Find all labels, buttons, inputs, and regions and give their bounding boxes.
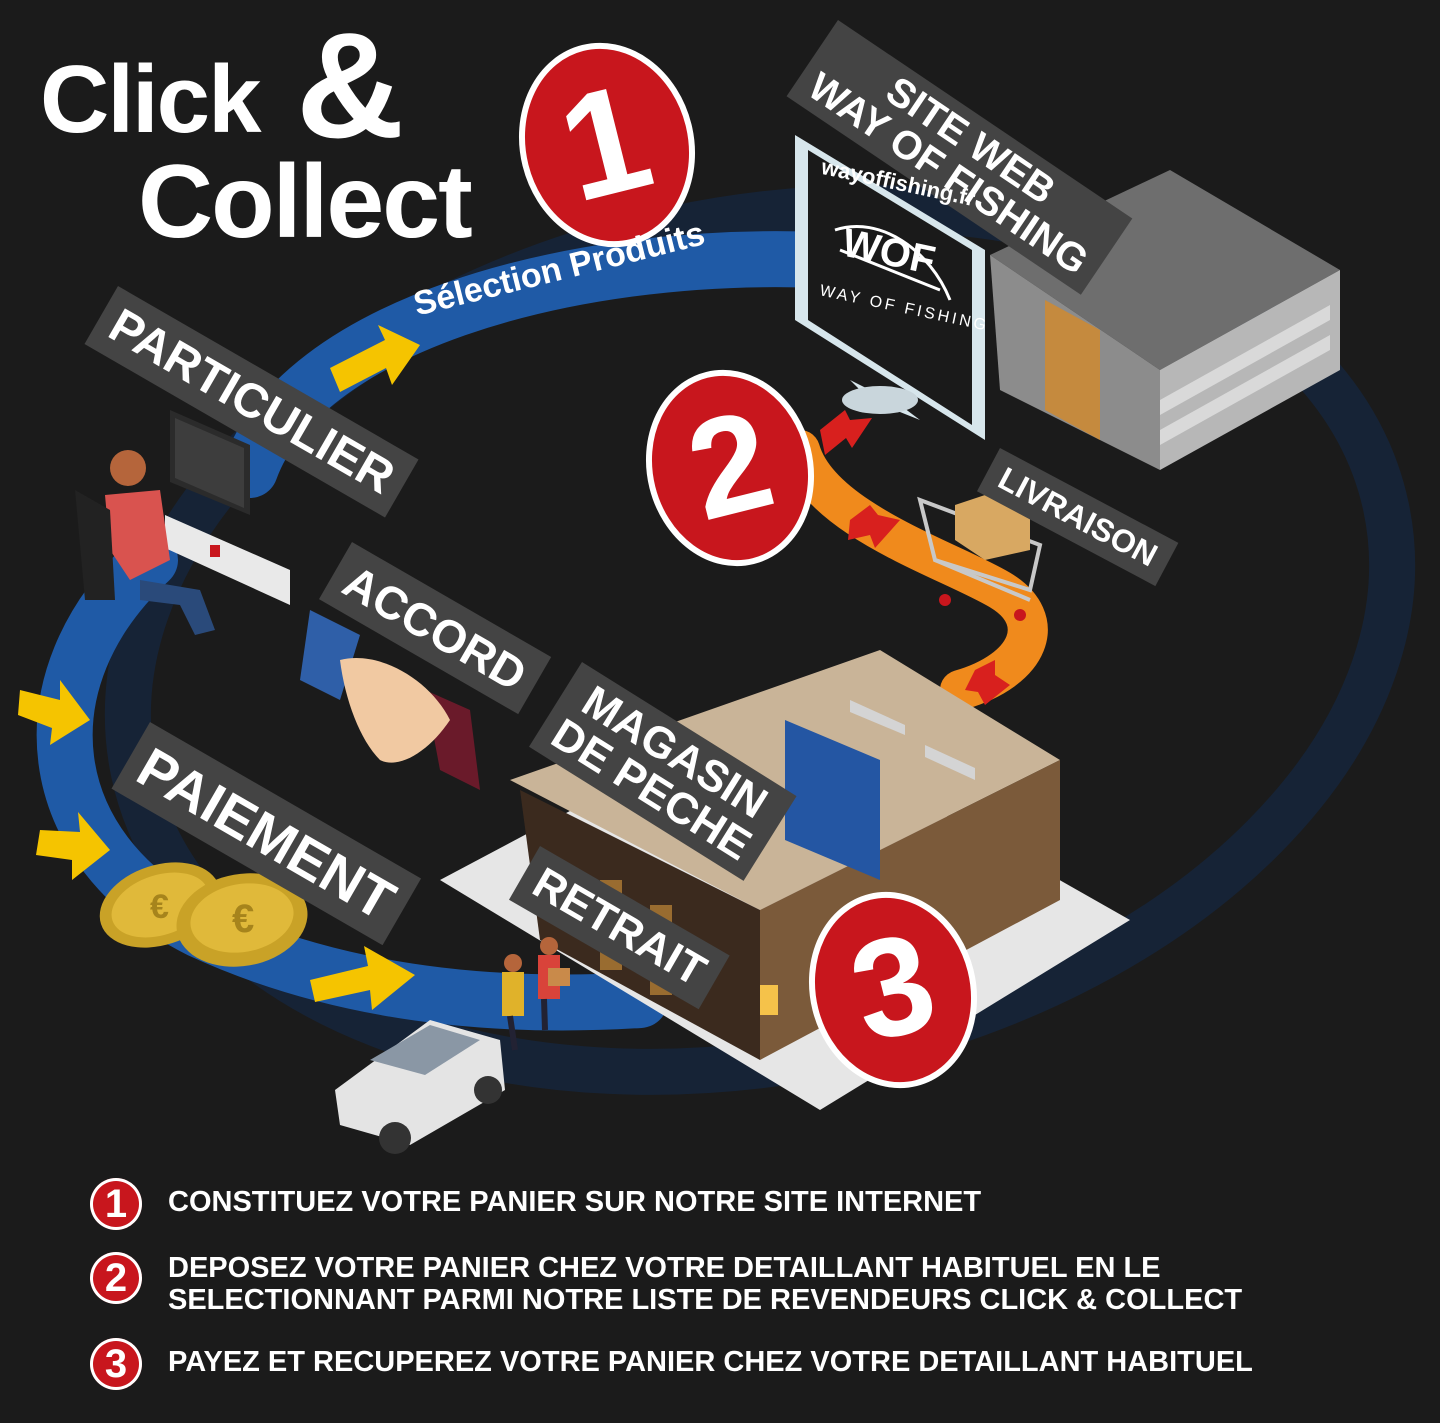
flow-arrows-yellow xyxy=(18,325,420,1010)
handshake-icon xyxy=(300,610,480,790)
svg-text:€: € xyxy=(232,897,254,941)
people-exchange-icon xyxy=(502,937,570,1051)
coins-icon: € € xyxy=(99,862,308,967)
shopping-cart-icon xyxy=(917,495,1043,621)
step-badge-1: 1 xyxy=(90,1178,142,1230)
step-text-3: PAYEZ ET RECUPEREZ VOTRE PANIER CHEZ VOT… xyxy=(168,1346,1253,1378)
big-badge-1 xyxy=(518,42,696,248)
flow-arrows-red xyxy=(820,410,1010,705)
step-badge-3: 3 xyxy=(90,1338,142,1390)
step-text-1: CONSTITUEZ VOTRE PANIER SUR NOTRE SITE I… xyxy=(168,1186,982,1218)
title-ampersand: & xyxy=(296,1,404,169)
big-badge-3 xyxy=(808,891,978,1089)
website-monitor-icon xyxy=(795,135,985,440)
svg-text:€: € xyxy=(150,888,169,926)
car-icon xyxy=(335,1020,505,1154)
person-at-desk-icon xyxy=(75,410,290,635)
big-badge-2 xyxy=(645,369,815,567)
step-text-2: DEPOSEZ VOTRE PANIER CHEZ VOTRE DETAILLA… xyxy=(168,1252,1243,1316)
title-collect: Collect xyxy=(138,144,473,260)
step-item-1: 1 CONSTITUEZ VOTRE PANIER SUR NOTRE SITE… xyxy=(90,1178,1410,1230)
steps-legend: 1 CONSTITUEZ VOTRE PANIER SUR NOTRE SITE… xyxy=(90,1178,1410,1412)
step-badge-2: 2 xyxy=(90,1252,142,1304)
step-item-2: 2 DEPOSEZ VOTRE PANIER CHEZ VOTRE DETAIL… xyxy=(90,1252,1410,1316)
title-click: Click xyxy=(40,46,261,153)
step-item-3: 3 PAYEZ ET RECUPEREZ VOTRE PANIER CHEZ V… xyxy=(90,1338,1410,1390)
